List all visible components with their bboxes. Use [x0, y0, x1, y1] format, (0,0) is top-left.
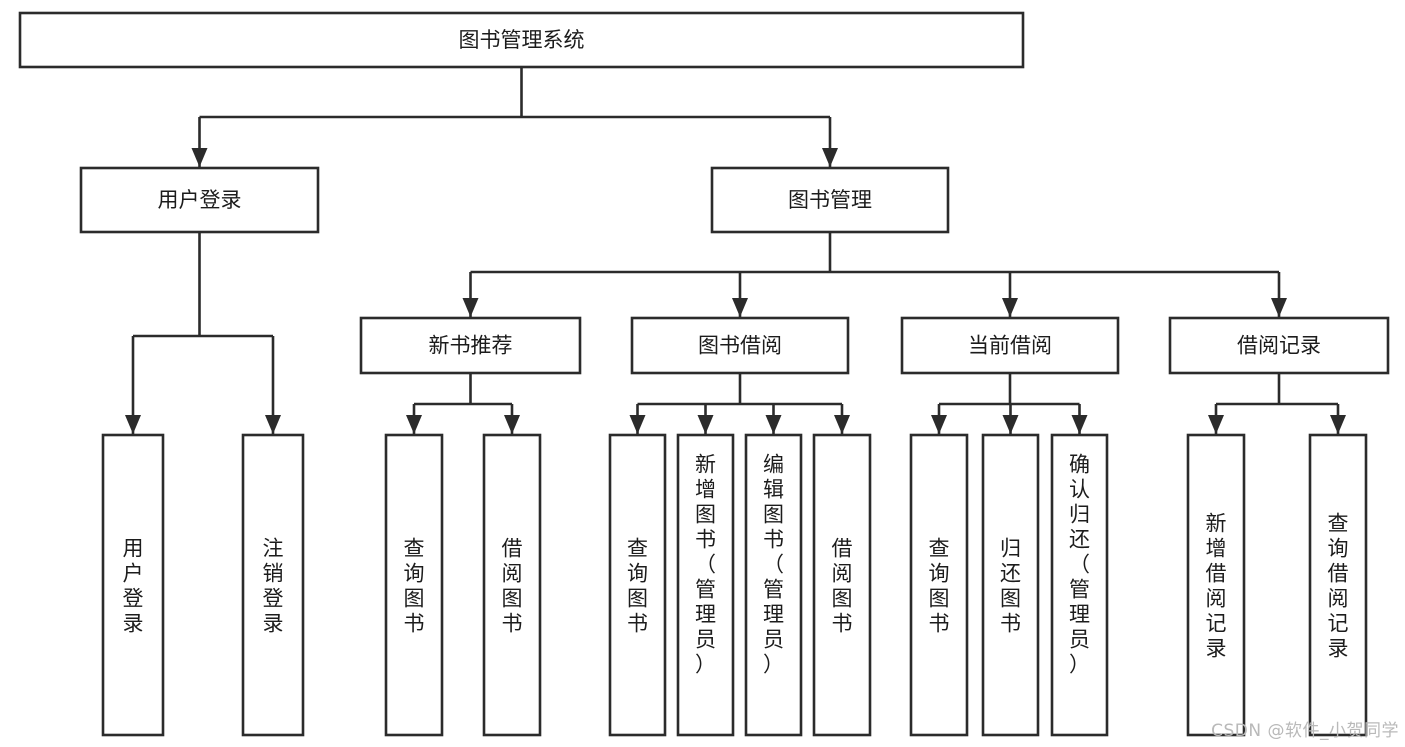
- node-book-borrow-label: 图书借阅: [698, 334, 782, 358]
- node-leaf-borrow-book-2[interactable]: 借阅图书: [812, 433, 872, 737]
- node-new-book-recommend-box[interactable]: [359, 316, 582, 375]
- node-root[interactable]: 图书管理系统: [18, 11, 1025, 69]
- arrowhead: [265, 415, 281, 434]
- node-leaf-user-logout[interactable]: 注销登录: [241, 433, 305, 737]
- connector-lines: [125, 67, 1346, 434]
- node-leaf-confirm-return[interactable]: 确认归还（管理员）: [1050, 433, 1109, 737]
- arrowhead: [765, 415, 782, 434]
- node-leaf-query-book-2-label: 查询图书: [627, 537, 648, 636]
- node-leaf-add-book[interactable]: 新增图书（管理员）: [676, 433, 735, 737]
- node-leaf-user-logout-label: 注销登录: [263, 537, 284, 636]
- node-leaf-query-book-3-label: 查询图书: [929, 537, 950, 636]
- node-leaf-query-book-1-label: 查询图书: [404, 537, 425, 636]
- arrowhead: [1002, 415, 1019, 434]
- arrowhead: [822, 148, 838, 167]
- node-leaf-borrow-book-1[interactable]: 借阅图书: [482, 433, 542, 737]
- node-leaf-edit-book[interactable]: 编辑图书（管理员）: [744, 433, 803, 737]
- node-root-box[interactable]: [18, 11, 1025, 69]
- arrowhead: [1002, 298, 1018, 317]
- node-leaf-query-record-box[interactable]: [1308, 433, 1368, 737]
- arrowhead: [191, 148, 208, 167]
- node-leaf-add-record-box[interactable]: [1186, 433, 1246, 737]
- node-user-login-box[interactable]: [79, 166, 320, 234]
- node-leaf-user-login-label: 用户登录: [123, 537, 144, 636]
- node-leaf-query-book-3-box[interactable]: [909, 433, 969, 737]
- node-leaf-query-book-1-box[interactable]: [384, 433, 444, 737]
- node-new-book-recommend-label: 新书推荐: [429, 334, 513, 358]
- arrowhead: [931, 415, 947, 434]
- node-book-borrow-box[interactable]: [630, 316, 850, 375]
- node-leaf-return-book-label: 归还图书: [1000, 537, 1021, 636]
- node-leaf-add-record[interactable]: 新增借阅记录: [1186, 433, 1246, 737]
- arrowhead: [462, 298, 479, 317]
- node-boxes: 图书管理系统用户登录图书管理新书推荐图书借阅当前借阅借阅记录用户登录注销登录查询…: [18, 11, 1390, 737]
- node-leaf-user-login-box[interactable]: [101, 433, 165, 737]
- node-current-borrow-box[interactable]: [900, 316, 1120, 375]
- node-leaf-query-record[interactable]: 查询借阅记录: [1308, 433, 1368, 737]
- arrowhead: [1071, 415, 1088, 434]
- node-leaf-confirm-return-box[interactable]: [1050, 433, 1109, 737]
- node-current-borrow-label: 当前借阅: [968, 334, 1052, 358]
- node-root-label: 图书管理系统: [459, 28, 585, 52]
- node-leaf-return-book[interactable]: 归还图书: [981, 433, 1040, 737]
- node-book-borrow[interactable]: 图书借阅: [630, 316, 850, 375]
- node-book-manage-box[interactable]: [710, 166, 950, 234]
- node-leaf-confirm-return-label: 确认归还（管理员）: [1069, 453, 1090, 677]
- arrowhead: [732, 298, 748, 317]
- node-leaf-query-book-2[interactable]: 查询图书: [608, 433, 667, 737]
- node-borrow-record-box[interactable]: [1168, 316, 1390, 375]
- node-user-login[interactable]: 用户登录: [79, 166, 320, 234]
- node-book-manage-label: 图书管理: [788, 188, 872, 212]
- node-leaf-query-book-3[interactable]: 查询图书: [909, 433, 969, 737]
- node-user-login-label: 用户登录: [158, 188, 242, 212]
- node-leaf-edit-book-label: 编辑图书（管理员）: [763, 453, 784, 677]
- arrowhead: [406, 415, 422, 434]
- node-leaf-user-logout-box[interactable]: [241, 433, 305, 737]
- node-borrow-record[interactable]: 借阅记录: [1168, 316, 1390, 375]
- arrowhead: [697, 415, 714, 434]
- arrowhead: [1208, 415, 1224, 434]
- node-leaf-borrow-book-1-box[interactable]: [482, 433, 542, 737]
- node-leaf-edit-book-box[interactable]: [744, 433, 803, 737]
- node-book-manage[interactable]: 图书管理: [710, 166, 950, 234]
- node-leaf-add-book-label: 新增图书（管理员）: [695, 453, 716, 677]
- arrowhead: [1330, 415, 1346, 434]
- node-leaf-borrow-book-2-box[interactable]: [812, 433, 872, 737]
- node-leaf-add-record-label: 新增借阅记录: [1206, 512, 1227, 661]
- node-leaf-user-login[interactable]: 用户登录: [101, 433, 165, 737]
- arrowhead: [834, 415, 850, 434]
- node-leaf-borrow-book-1-label: 借阅图书: [502, 537, 523, 636]
- node-borrow-record-label: 借阅记录: [1237, 334, 1321, 358]
- node-leaf-query-book-2-box[interactable]: [608, 433, 667, 737]
- arrowhead: [1271, 298, 1287, 317]
- node-leaf-return-book-box[interactable]: [981, 433, 1040, 737]
- node-current-borrow[interactable]: 当前借阅: [900, 316, 1120, 375]
- node-leaf-borrow-book-2-label: 借阅图书: [832, 537, 853, 636]
- arrowhead: [504, 415, 520, 434]
- arrowhead: [125, 415, 141, 434]
- node-new-book-recommend[interactable]: 新书推荐: [359, 316, 582, 375]
- arrowhead: [629, 415, 646, 434]
- node-leaf-query-book-1[interactable]: 查询图书: [384, 433, 444, 737]
- node-leaf-add-book-box[interactable]: [676, 433, 735, 737]
- node-leaf-query-record-label: 查询借阅记录: [1328, 512, 1349, 661]
